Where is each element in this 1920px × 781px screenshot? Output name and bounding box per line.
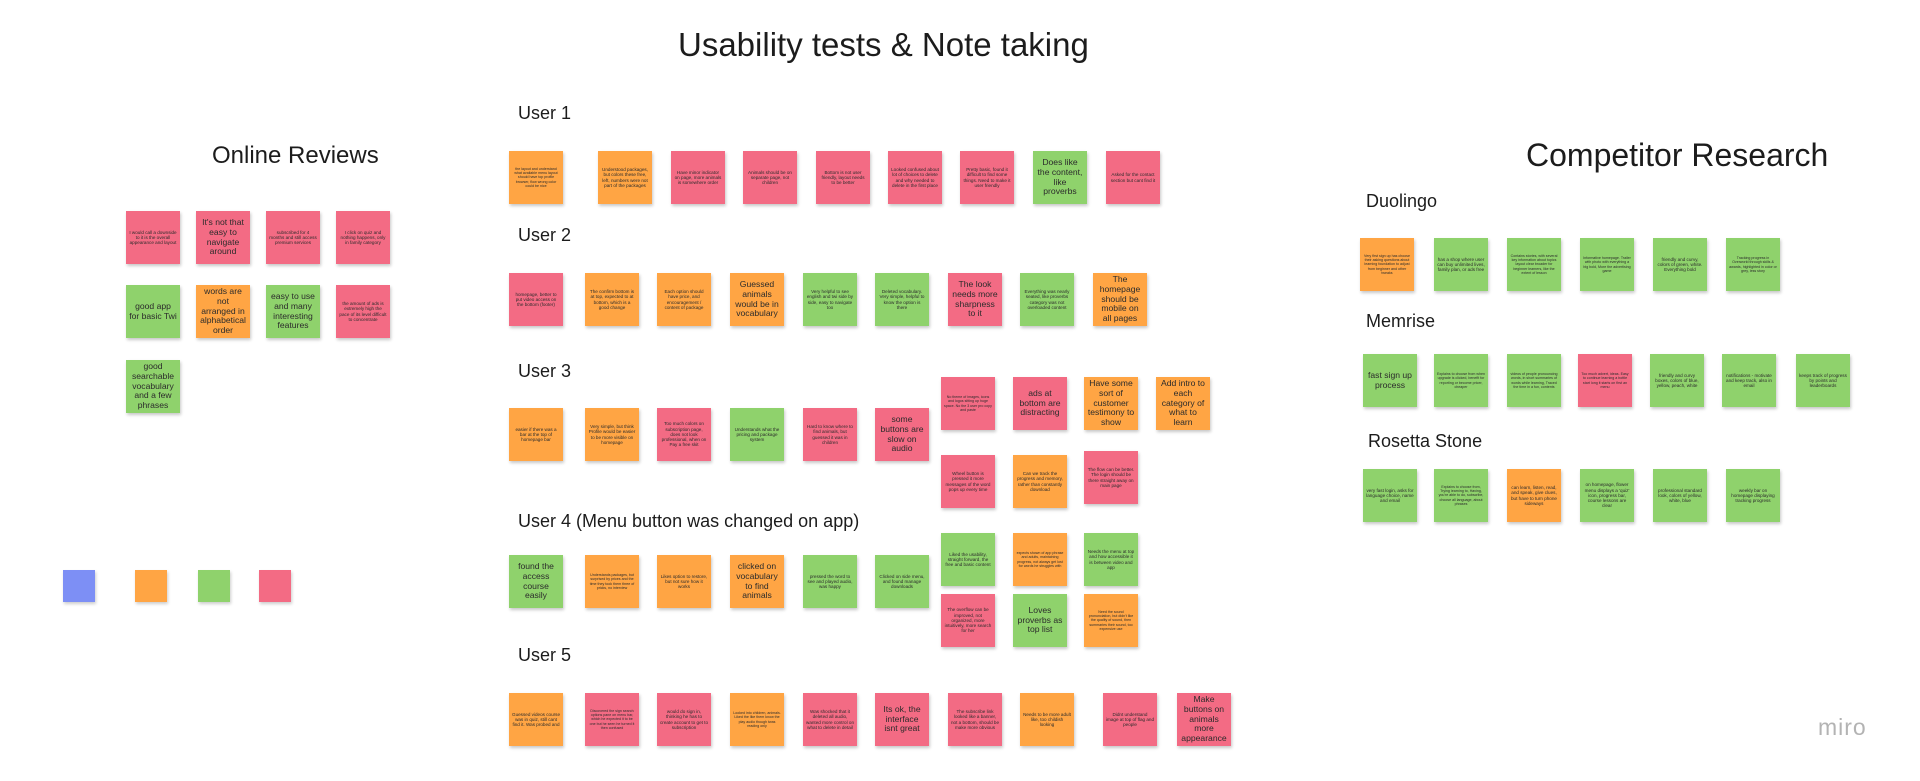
sticky-note[interactable]: The overflow can be improved, not organi… — [941, 594, 995, 647]
sticky-note[interactable]: the layout and understand what available… — [509, 151, 563, 204]
sticky-note[interactable]: good searchable vocabulary and a few phr… — [126, 360, 180, 413]
sticky-note[interactable]: Informative homepage. Trailer with photo… — [1580, 238, 1634, 291]
sticky-note[interactable]: The flow can be better. The login should… — [1084, 451, 1138, 504]
miro-logo: miro — [1818, 714, 1867, 740]
sticky-note[interactable]: has a shop where user can buy unlimited … — [1434, 238, 1488, 291]
sticky-note[interactable]: ads at bottom are distracting — [1013, 377, 1067, 430]
sticky-note[interactable]: Didnt understand image at top of flag an… — [1103, 693, 1157, 746]
sticky-note[interactable]: would do sign in, thinking he has to cre… — [657, 693, 711, 746]
user-3-label: User 3 — [518, 361, 572, 381]
sticky-note[interactable]: Wheel button is pressed it more messages… — [941, 455, 995, 508]
sticky-note[interactable]: It's not that easy to navigate around — [196, 211, 250, 264]
sticky-note[interactable]: some buttons are slow on audio — [875, 408, 929, 461]
sticky-note[interactable]: Each option should have price, and encou… — [657, 273, 711, 326]
user-5-label: User 5 — [518, 645, 572, 665]
sticky-note[interactable]: The look needs more sharpness to it — [948, 273, 1002, 326]
sticky-note[interactable]: weekly bar on homepage displaying tracki… — [1726, 469, 1780, 522]
sticky-note[interactable]: words are not arranged in alphabetical o… — [196, 285, 250, 338]
sticky-note[interactable]: Looked confused about lot of choices to … — [888, 151, 942, 204]
sticky-note[interactable]: subscribed for 4 months and still access… — [266, 211, 320, 264]
sticky-note[interactable]: easy to use and many interesting feature… — [266, 285, 320, 338]
sticky-note[interactable]: Its ok, the interface isnt great — [875, 693, 929, 746]
sticky-note[interactable]: Needs to be more adult like, too childis… — [1020, 693, 1074, 746]
sticky-note[interactable]: The confirm bottom is at top, expected t… — [585, 273, 639, 326]
duolingo-label: Duolingo — [1366, 191, 1438, 211]
sticky-note[interactable]: Tracking progress in Overworld through s… — [1726, 238, 1780, 291]
sticky-note[interactable]: notifications - motivate and keep track,… — [1722, 354, 1776, 407]
legend-swatch-red[interactable] — [259, 570, 291, 602]
sticky-note[interactable]: clicked on vocabulary to find animals — [730, 555, 784, 608]
sticky-note[interactable]: Hard to know where to find animals, but … — [803, 408, 857, 461]
user-2-label: User 2 — [518, 225, 572, 245]
sticky-note[interactable]: good app for basic Twi — [126, 285, 180, 338]
sticky-note[interactable]: videos of people pronouncing words, in s… — [1507, 354, 1561, 407]
sticky-note[interactable]: Very helpful to see english and twi side… — [803, 273, 857, 326]
sticky-note[interactable]: Can we track the progress and memory, ra… — [1013, 455, 1067, 508]
sticky-note[interactable]: Contains stories, with several key infor… — [1507, 238, 1561, 291]
sticky-note[interactable]: pressed the word to see and played audio… — [803, 555, 857, 608]
sticky-note[interactable]: Guessed animals would be in vocabulary — [730, 273, 784, 326]
sticky-note[interactable]: Asked for the contact section but cant f… — [1106, 151, 1160, 204]
sticky-note[interactable]: I would call a downside to it is the ove… — [126, 211, 180, 264]
sticky-note[interactable]: easier if there was a bar at the top of … — [509, 408, 563, 461]
sticky-note[interactable]: Needs the menu at top and how accessible… — [1084, 533, 1138, 586]
sticky-note[interactable]: Understood packages, but colors these fr… — [598, 151, 652, 204]
sticky-note[interactable]: Make buttons on animals more appearance — [1177, 693, 1231, 746]
sticky-note[interactable]: Pretty basic, found it difficult to find… — [960, 151, 1014, 204]
sticky-note[interactable]: Does like the content, like proverbs — [1033, 151, 1087, 204]
sticky-note[interactable]: very fast login, asks for language choic… — [1363, 469, 1417, 522]
online-reviews-title: Online Reviews — [212, 142, 379, 169]
sticky-note[interactable]: homepage, better to put video access on … — [509, 273, 563, 326]
competitor-research-title: Competitor Research — [1526, 137, 1829, 173]
legend-swatch-green[interactable] — [198, 570, 230, 602]
user-4-label: User 4 (Menu button was changed on app) — [518, 511, 860, 531]
sticky-note[interactable]: Very simple, but think Profile would be … — [585, 408, 639, 461]
sticky-note[interactable]: Deleted vocabulary. Very simple, helpful… — [875, 273, 929, 326]
sticky-note[interactable]: The homepage should be mobile on all pag… — [1093, 273, 1147, 326]
sticky-note[interactable]: Have some sort of customer testimony to … — [1084, 377, 1138, 430]
sticky-note[interactable]: Very first sign up has choose their aski… — [1360, 238, 1414, 291]
sticky-note[interactable]: Have minor indicator on page, more anima… — [671, 151, 725, 204]
sticky-note[interactable]: friendly and curvy boxes, colors of blue… — [1650, 354, 1704, 407]
sticky-note[interactable]: Too much advert, ideas. Easy to continue… — [1578, 354, 1632, 407]
sticky-note[interactable]: Explains to choose from when upgrade is … — [1434, 354, 1488, 407]
rosetta-stone-label: Rosetta Stone — [1368, 431, 1483, 451]
legend-swatch-blue[interactable] — [63, 570, 95, 602]
sticky-note[interactable]: Bottom is not user friendly, layout need… — [816, 151, 870, 204]
sticky-note[interactable]: Clicked on side menu, and found manage d… — [875, 555, 929, 608]
sticky-note[interactable]: Need the sound pronunciation, but didn't… — [1084, 594, 1138, 647]
sticky-note[interactable]: Add intro to each category of what to le… — [1156, 377, 1210, 430]
sticky-note[interactable]: Loves proverbs as top list — [1013, 594, 1067, 647]
sticky-note[interactable]: Understands what the pricing and package… — [730, 408, 784, 461]
sticky-note[interactable]: Discovered the sign search options pane … — [585, 693, 639, 746]
sticky-note[interactable]: Guessed videos course was in quiz, still… — [509, 693, 563, 746]
sticky-note[interactable]: The subscribe link looked like a banner,… — [948, 693, 1002, 746]
memrise-label: Memrise — [1366, 311, 1436, 331]
sticky-note[interactable]: Likes option to restore, but not sure ho… — [657, 555, 711, 608]
legend-swatch-orange[interactable] — [135, 570, 167, 602]
sticky-note[interactable]: the amount of ads is extremely high the … — [336, 285, 390, 338]
sticky-note[interactable]: friendly and curvy, colors of green, whi… — [1653, 238, 1707, 291]
sticky-note[interactable]: Understands packages, but surprised by p… — [585, 555, 639, 608]
sticky-note[interactable]: Was shocked that it deleted all audio, w… — [803, 693, 857, 746]
sticky-note[interactable]: No theme of images, icons and logos sitt… — [941, 377, 995, 430]
sticky-note[interactable]: Too much colors on subscription page, do… — [657, 408, 711, 461]
user-1-label: User 1 — [518, 103, 572, 123]
sticky-note[interactable]: expects shown of app phrase and adults, … — [1013, 533, 1067, 586]
sticky-note[interactable]: found the access course easily — [509, 555, 563, 608]
sticky-note[interactable]: I click on quiz and nothing happens, onl… — [336, 211, 390, 264]
sticky-note[interactable]: Liked the usability, straight forward, t… — [941, 533, 995, 586]
sticky-note[interactable]: Animals should be on separate page, not … — [743, 151, 797, 204]
sticky-note[interactable]: Everything was nearly seated, like prove… — [1020, 273, 1074, 326]
sticky-note[interactable]: can learn, listen, read, and speak, give… — [1507, 469, 1561, 522]
sticky-note[interactable]: on homepage, flower menu displays a 'qui… — [1580, 469, 1634, 522]
sticky-note[interactable]: professional standard look, colors of ye… — [1653, 469, 1707, 522]
sticky-note[interactable]: Looked into children, animals. Liked the… — [730, 693, 784, 746]
board-title: Usability tests & Note taking — [678, 26, 1089, 63]
sticky-note[interactable]: Explains to choose from, Trying learning… — [1434, 469, 1488, 522]
sticky-note[interactable]: keeps track of progress by points and le… — [1796, 354, 1850, 407]
sticky-note[interactable]: fast sign up process — [1363, 354, 1417, 407]
